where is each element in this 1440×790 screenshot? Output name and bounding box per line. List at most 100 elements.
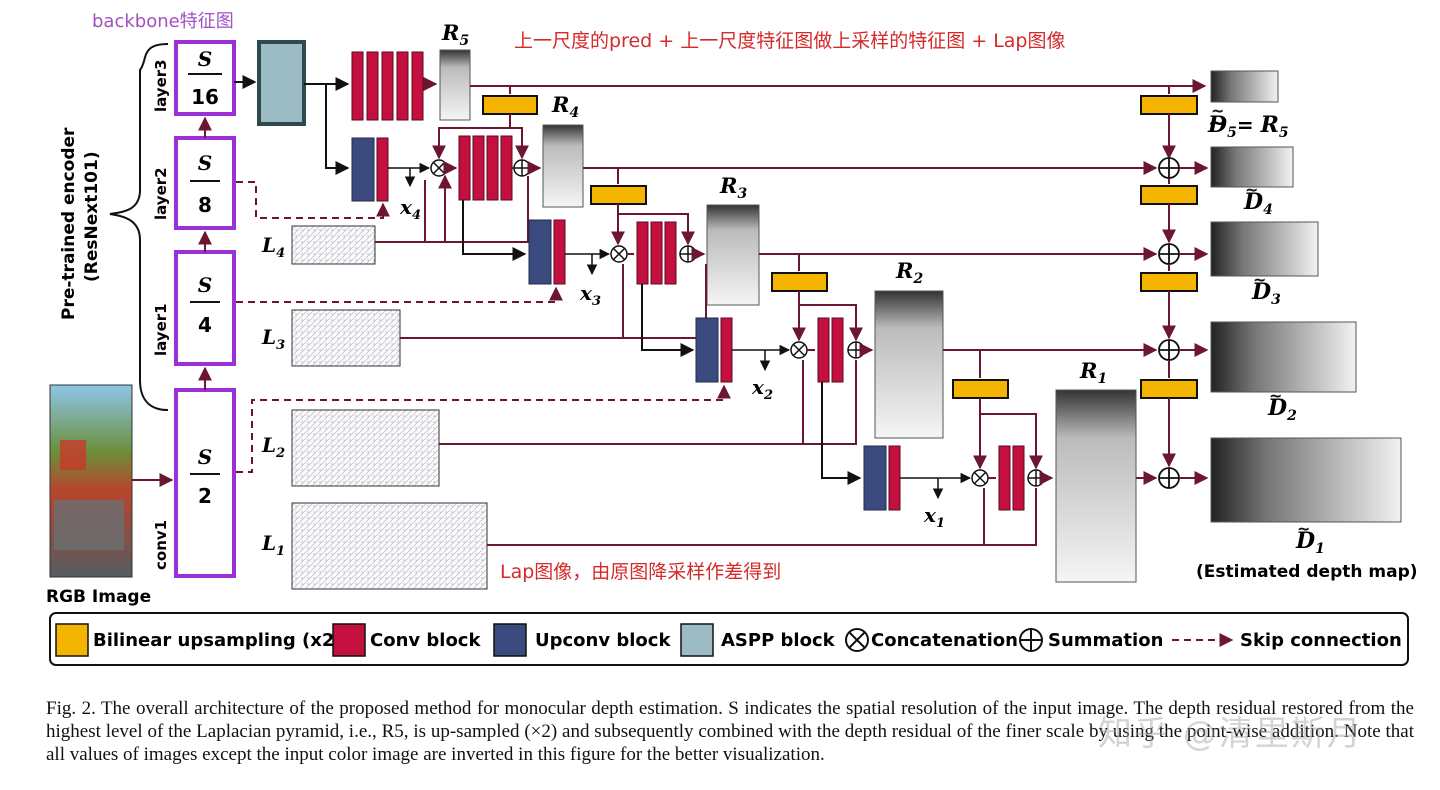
svg-text:~: ~: [1297, 519, 1310, 538]
encoder-stage-layer3: S 16 layer3: [152, 40, 236, 116]
label-l1: L1: [261, 531, 285, 559]
residual-image-r1: [1055, 389, 1137, 583]
stage-num: S: [198, 445, 212, 469]
label-x4: x4: [399, 195, 421, 223]
legend-aspp-label: ASPP block: [721, 630, 836, 651]
legend-upsampling-swatch: [55, 623, 89, 657]
laplacian-image-l1: [291, 502, 488, 590]
stage-name: layer1: [152, 303, 170, 356]
upconv-x2: [695, 317, 733, 383]
legend: Bilinear upsampling (x2) Conv block Upco…: [49, 612, 1409, 666]
upsample-d5: [1140, 95, 1198, 115]
stage-den: 4: [198, 313, 212, 337]
legend-skip-label: Skip connection: [1240, 630, 1402, 651]
depth-image-d1: [1210, 437, 1402, 523]
encoder-stage-layer1: S 4 layer1: [152, 250, 236, 366]
stage-num: S: [198, 151, 212, 175]
residual-image-r3: [706, 204, 760, 306]
depth-image-d2: [1210, 321, 1357, 393]
upsample-d3: [1140, 272, 1198, 292]
svg-text:D5= R5: D5= R5: [1207, 112, 1289, 141]
svg-text:~: ~: [1269, 386, 1282, 405]
figure-caption: Fig. 2. The overall architecture of the …: [46, 698, 1414, 765]
output-column: [1140, 86, 1209, 489]
upsample-d4: [1140, 185, 1198, 205]
svg-text:D3: D3: [1251, 279, 1281, 308]
architecture-diagram: backbone特征图 上一尺度的pred + 上一尺度特征图做上采样的特征图 …: [46, 11, 1418, 666]
legend-concat-label: Concatenation: [871, 630, 1018, 651]
backbone-annotation: backbone特征图: [92, 11, 234, 32]
depth-image-d3: [1210, 221, 1319, 277]
upconv-x3: [528, 219, 566, 285]
stage-num: S: [198, 273, 212, 297]
stage-num: S: [198, 47, 212, 71]
legend-upsampling-label: Bilinear upsampling (x2): [93, 630, 343, 651]
encoder-label: Pre-trained encoder (ResNext101): [59, 127, 102, 320]
residual-image-r2: [874, 290, 944, 439]
svg-text:D2: D2: [1267, 395, 1297, 424]
legend-aspp-swatch: [680, 623, 714, 657]
upconv-x4: [351, 137, 389, 202]
legend-upconv-swatch: [493, 623, 527, 657]
lap-annotation: Lap图像，由原图降采样作差得到: [500, 561, 781, 583]
rgb-image: [49, 384, 133, 578]
label-r3: R3: [719, 173, 747, 202]
depth-image-d4: [1210, 146, 1294, 188]
conv-stack-r4: [458, 135, 513, 201]
svg-text:D1: D1: [1295, 528, 1325, 557]
legend-conv-label: Conv block: [370, 630, 481, 651]
label-x2: x2: [751, 375, 773, 403]
stage-name: layer3: [152, 59, 170, 112]
label-d1: D1 (Estimated depth map): [1196, 528, 1418, 582]
top-annotation: 上一尺度的pred + 上一尺度特征图做上采样的特征图 + Lap图像: [514, 30, 1066, 52]
laplacian-image-l2: [291, 409, 440, 487]
stage-den: 8: [198, 193, 212, 217]
upsample-r4: [590, 185, 647, 205]
conv-stack-r2: [817, 317, 844, 383]
upsample-d2: [1140, 379, 1198, 399]
stage-den: 2: [198, 484, 212, 508]
label-x1: x1: [923, 503, 945, 531]
skip-connection-layer2: [236, 181, 390, 219]
stage-den: 16: [191, 85, 219, 109]
estimated-depth-note: (Estimated depth map): [1196, 562, 1418, 582]
upsample-r5: [482, 95, 538, 115]
label-d5: ~ D5= R5: [1207, 110, 1289, 141]
label-r1: R1: [1079, 358, 1107, 387]
label-r2: R2: [895, 258, 923, 287]
stage-name: conv1: [152, 520, 170, 570]
conv-stack-r5: [351, 51, 424, 121]
legend-conv-swatch: [332, 623, 366, 657]
depth-image-d5: [1210, 70, 1279, 103]
label-d3: D3: [1251, 279, 1281, 308]
skip-connection-layer1: [236, 286, 563, 303]
upsample-r2: [952, 379, 1009, 399]
skip-connection-conv1: [236, 384, 731, 473]
rgb-label: RGB Image: [46, 587, 151, 607]
legend-sum-label: Summation: [1048, 630, 1163, 651]
label-r4: R4: [551, 92, 579, 121]
residual-image-r5: [439, 49, 471, 121]
label-l4: L4: [261, 233, 285, 261]
encoder-label-line2: (ResNext101): [82, 151, 102, 282]
laplacian-image-l3: [291, 309, 401, 367]
label-r5: R5: [441, 20, 469, 49]
label-l2: L2: [261, 433, 285, 461]
conv-stack-r1: [998, 445, 1025, 511]
encoder-stage-conv1: S 2 conv1: [152, 388, 236, 578]
aspp-block: [257, 40, 306, 126]
svg-text:~: ~: [1253, 270, 1266, 289]
encoder-label-line1: Pre-trained encoder: [59, 127, 79, 320]
svg-text:~: ~: [1208, 110, 1226, 135]
label-d4: D4: [1243, 189, 1273, 218]
svg-text:~: ~: [1245, 180, 1258, 199]
encoder-stage-layer2: S 8 layer2: [152, 136, 236, 230]
label-x3: x3: [579, 281, 601, 309]
label-d2: D2: [1267, 395, 1297, 424]
laplacian-image-l4: [291, 225, 376, 265]
legend-upconv-label: Upconv block: [535, 630, 671, 651]
encoder-brace: [109, 43, 169, 411]
label-l3: L3: [261, 325, 285, 353]
watermark: 知乎 @清里斯月: [1098, 714, 1363, 754]
upsample-r3: [771, 272, 828, 292]
